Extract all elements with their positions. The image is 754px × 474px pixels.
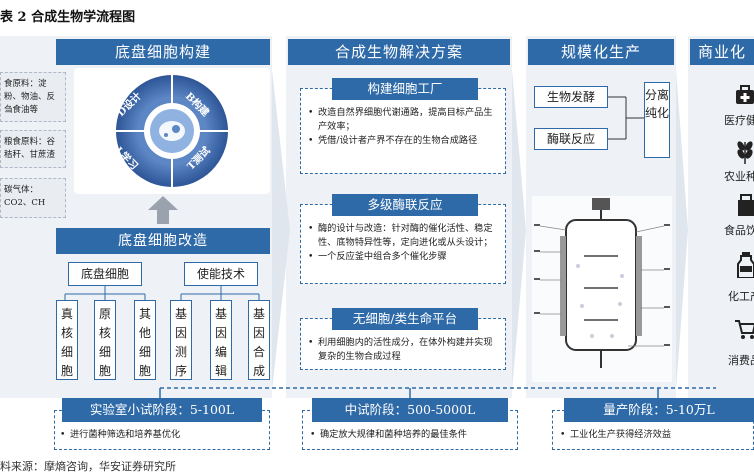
chassis-connectors [64,286,260,300]
enzyme-reaction: 酶联反应 [534,128,608,150]
source-note: 料来源：摩熵咨询，华安证券研究所 [0,460,176,473]
solution-title-enzyme: 多级酶联反应 [332,194,478,216]
bullet-item: 酶的设计与改造：针对酶的催化活性、稳定性、底物特异性等，定向进化或从头设计； [308,222,500,250]
purify-label: 分离纯化 [645,88,670,120]
gene-sequencing: 基因测序 [170,300,192,380]
production-connectors [608,96,644,140]
bio-fermentation: 生物发酵 [534,86,608,108]
solution-bullets-cell-free: 利用细胞内的活性成分，在体外构建并实现复杂的生物合成过程 [308,336,500,364]
bullet-item: 确定放大规律和菌种培养的最佳条件 [310,428,516,442]
solution-bullets-cell-factory: 改造自然界细胞代谢通路，提高目标产品生产效率； 凭借/设计者产界不存在的生物合成… [308,106,500,148]
grocery-bag-icon [738,194,754,216]
solution-title-cell-factory: 构建细胞工厂 [332,78,478,100]
gene-editing: 基因编辑 [210,300,232,380]
eukaryotic-cells: 真核细胞 [56,300,78,380]
column-header-solutions: 合成生物解决方案 [288,39,510,65]
flow-arrow-icon-3 [676,70,688,390]
shopping-cart-icon [735,320,754,339]
solution-bullets-enzyme: 酶的设计与改造：针对酶的催化活性、稳定性、底物特异性等，定向进化或从头设计； 一… [308,222,500,264]
chemical-bottle-icon [737,252,754,278]
chassis-mod-title: 底盘细胞改造 [56,228,270,254]
commercial-label-food: 食品饮 [724,224,754,237]
column-header-production: 规模化生产 [528,39,674,65]
stage-title-pilot: 中试阶段：500-5000L [312,398,508,422]
bullet-item: 利用细胞内的活性成分，在体外构建并实现复杂的生物合成过程 [308,336,500,364]
separation-purification: 分离纯化 [644,82,670,158]
stage-title-production: 量产阶段：5-10万L [564,398,754,422]
stage-bullets-pilot: 确定放大规律和菌种培养的最佳条件 [310,428,516,442]
flow-arrow-icon-2 [512,70,526,390]
commercial-label-consumer: 消费品 [728,354,754,367]
medical-kit-icon [736,85,754,104]
gene-synthesis: 基因合成 [248,300,270,380]
chassis-cells-group: 底盘细胞 [68,262,142,286]
cell-icon [159,121,185,141]
bioreactor-diagram-icon [532,196,672,382]
flow-arrow-icon [272,70,290,390]
column-header-commercial: 商业化 [690,39,754,65]
feedstock-starch: 食原料：淀粉、物油、反刍食油等 [0,72,66,122]
feedstock-gas: 碳气体：CO2、CH [0,178,66,218]
bullet-item: 凭借/设计者产界不存在的生物合成路径 [308,134,500,148]
bullet-item: 进行菌种筛选和培养基优化 [60,428,260,442]
prokaryotic-cells: 原核细胞 [94,300,116,380]
enabling-tech-group: 使能技术 [184,262,258,286]
bullet-item: 改造自然界细胞代谢通路，提高目标产品生产效率； [308,106,500,134]
feedstock-cellulose: 粮食原料：谷秸秆、甘蔗渣 [0,130,66,168]
commercial-label-agriculture: 农业种 [724,170,754,183]
stage-title-lab: 实验室小试阶段：5-100L [62,398,262,422]
dbtl-cycle-diagram [116,75,228,187]
stage-bullets-production: 工业化生产获得经济效益 [560,428,750,442]
commercial-label-chemical: 化工产 [728,290,754,303]
bullet-item: 一个反应釜中组合多个催化步骤 [308,250,500,264]
up-arrow-icon [148,196,178,224]
bullet-item: 工业化生产获得经济效益 [560,428,750,442]
other-cells: 其他细胞 [134,300,156,380]
figure-title: 表 2 合成生物学流程图 [0,10,136,25]
solution-title-cell-free: 无细胞/类生命平台 [332,308,478,330]
column-header-chassis: 底盘细胞构建 [56,39,270,65]
stage-bullets-lab: 进行菌种筛选和培养基优化 [60,428,260,442]
wheat-icon [737,141,753,164]
commercial-label-medical: 医疗健 [724,114,754,127]
